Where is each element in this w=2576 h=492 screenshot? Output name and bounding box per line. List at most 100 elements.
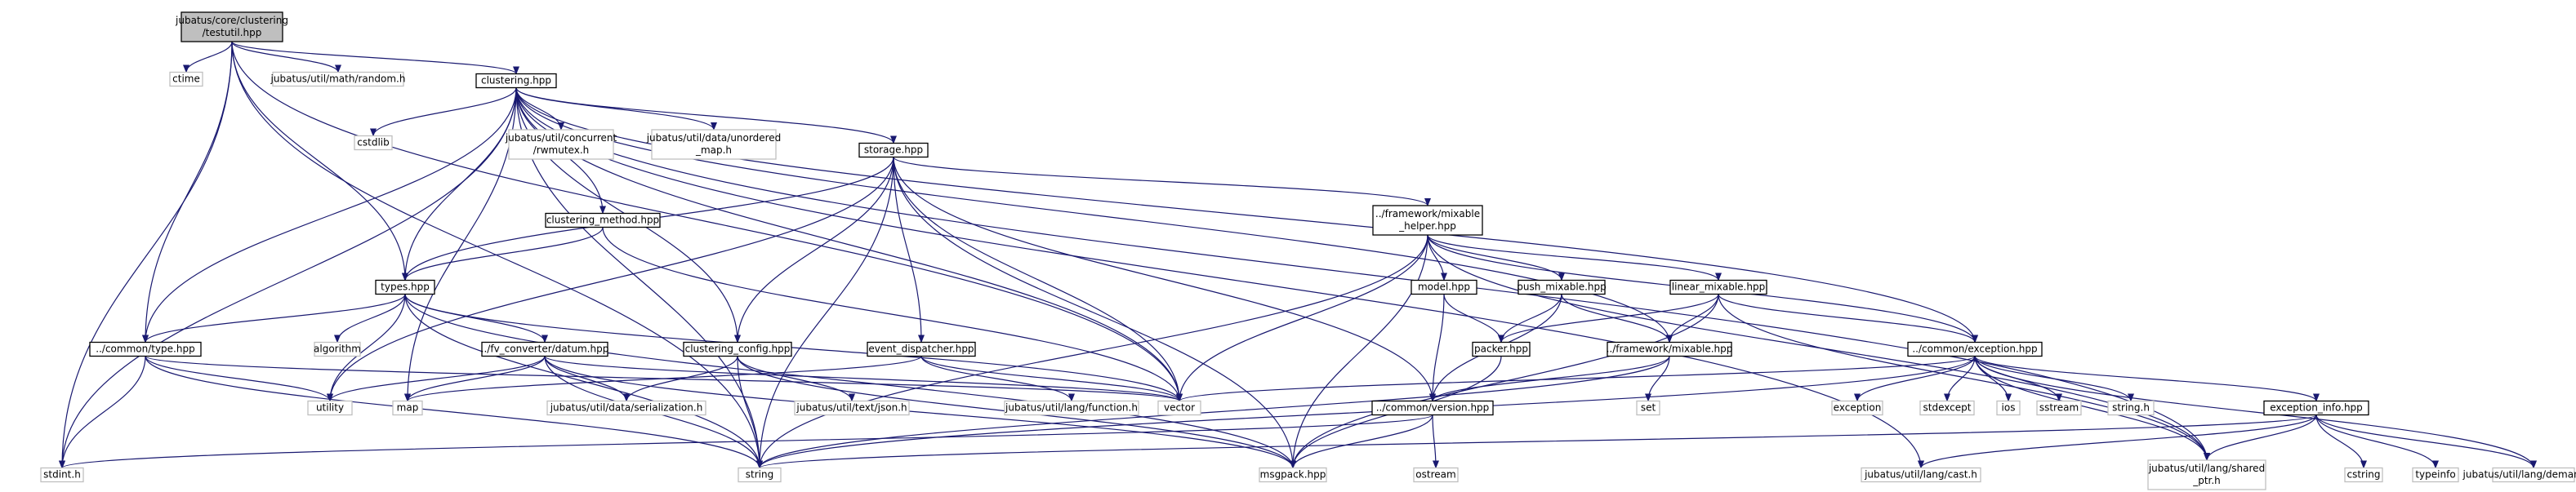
node-common-type[interactable]: ../common/type.hpp xyxy=(89,341,202,357)
node-testutil[interactable]: jubatus/core/clustering/testutil.hpp xyxy=(175,11,288,42)
node-common-exception[interactable]: ../common/exception.hpp xyxy=(1907,341,2043,357)
node-box xyxy=(392,400,423,416)
node-exception[interactable]: exception xyxy=(1831,400,1883,416)
edge-event_dispatcher-to-vector xyxy=(920,356,1183,402)
node-clustering[interactable]: clustering.hpp xyxy=(475,73,557,89)
node-string-h[interactable]: string.h xyxy=(2107,400,2155,416)
node-utility[interactable]: utility xyxy=(307,400,353,416)
edge-types-to-datum xyxy=(404,294,548,344)
node-box xyxy=(1861,467,1981,483)
node-ios[interactable]: ios xyxy=(1996,400,2021,416)
node-label: string xyxy=(746,469,773,481)
node-label: ../common/exception.hpp xyxy=(1912,344,2037,355)
edge-storage-to-event_dispatcher xyxy=(893,157,925,344)
node-label: clustering.hpp xyxy=(481,75,551,86)
node-cstdlib[interactable]: cstdlib xyxy=(354,135,393,151)
node-framework-mixable[interactable]: ../framework/mixable.hpp xyxy=(1607,341,1733,357)
node-box xyxy=(475,73,557,89)
node-string[interactable]: string xyxy=(738,467,782,483)
node-box xyxy=(307,400,353,416)
node-label: model.hpp xyxy=(1418,281,1470,293)
node-label: ctime xyxy=(172,73,200,85)
node-cstring[interactable]: cstring xyxy=(2344,467,2383,483)
edge-push_mixable-to-framework_mixable xyxy=(1561,294,1673,344)
edge-exception_info-to-shared_ptr xyxy=(2204,414,2317,461)
edge-clustering_method-to-types xyxy=(402,227,604,281)
edge-common_exception-to-string_h xyxy=(1974,356,2134,402)
edge-clustering-to-stdint xyxy=(59,87,517,469)
node-box xyxy=(2147,459,2266,490)
edge-types-to-algorithm xyxy=(334,294,406,344)
node-ostream[interactable]: ostream xyxy=(1413,467,1459,483)
node-packer[interactable]: packer.hpp xyxy=(1472,341,1531,357)
node-algorithm[interactable]: algorithm xyxy=(314,341,361,357)
node-box xyxy=(1607,341,1732,357)
node-linear-mixable[interactable]: linear_mixable.hpp xyxy=(1669,279,1767,295)
node-box xyxy=(1472,341,1531,357)
node-push-mixable[interactable]: push_mixable.hpp xyxy=(1517,279,1607,295)
node-label: stdint.h xyxy=(43,469,81,481)
edge-common_exception-to-shared_ptr xyxy=(1974,356,2210,461)
node-version[interactable]: ../common/version.hpp xyxy=(1371,400,1494,416)
node-msgpack[interactable]: msgpack.hpp xyxy=(1259,467,1327,483)
edge-exception_info-to-cstring xyxy=(2315,414,2367,469)
node-box xyxy=(1372,205,1483,236)
node-exception-info[interactable]: exception_info.hpp xyxy=(2263,400,2369,416)
node-stdint[interactable]: stdint.h xyxy=(40,467,84,483)
node-ctime[interactable]: ctime xyxy=(169,71,203,87)
edge-testutil-to-types xyxy=(231,41,408,281)
edge-testutil-to-random xyxy=(231,41,341,73)
node-box xyxy=(738,467,782,483)
node-function[interactable]: jubatus/util/lang/function.h xyxy=(1004,400,1139,416)
node-datum[interactable]: ../fv_converter/datum.hpp xyxy=(481,341,609,357)
node-box xyxy=(1669,279,1767,295)
node-shared-ptr[interactable]: jubatus/util/lang/shared_ptr.h xyxy=(2147,459,2266,490)
node-types[interactable]: types.hpp xyxy=(375,279,435,295)
node-rwmutex[interactable]: jubatus/util/concurrent/rwmutex.h xyxy=(505,129,617,160)
node-label: exception xyxy=(1834,402,1882,414)
node-json[interactable]: jubatus/util/text/json.h xyxy=(794,400,910,416)
edge-mixable_helper-to-vector xyxy=(1176,234,1428,402)
node-event-dispatcher[interactable]: event_dispatcher.hpp xyxy=(867,341,976,357)
edge-clustering-to-common_exception xyxy=(515,87,1978,344)
node-demangle[interactable]: jubatus/util/lang/demangle.h xyxy=(2462,467,2576,483)
node-label: /testutil.hpp xyxy=(203,27,262,38)
node-mixable-helper[interactable]: ../framework/mixable_helper.hpp xyxy=(1372,205,1483,236)
node-box xyxy=(89,341,202,357)
edge-storage-to-mixable_helper xyxy=(893,156,1431,206)
node-box xyxy=(2263,400,2369,416)
node-unordered-map[interactable]: jubatus/util/data/unordered_map.h xyxy=(646,129,782,160)
node-label: cstring xyxy=(2346,469,2380,481)
node-label: ../framework/mixable xyxy=(1375,208,1480,219)
node-label: clustering_config.hpp xyxy=(685,344,791,355)
node-label: linear_mixable.hpp xyxy=(1672,281,1765,293)
node-box xyxy=(651,129,777,160)
node-serialization[interactable]: jubatus/util/data/serialization.h xyxy=(546,400,706,416)
node-box xyxy=(858,142,929,158)
edge-exception_info-to-string xyxy=(756,414,2317,469)
node-set[interactable]: set xyxy=(1636,400,1660,416)
node-map[interactable]: map xyxy=(392,400,423,416)
edge-model-to-packer xyxy=(1443,294,1504,344)
node-label: jubatus/util/lang/shared xyxy=(2148,463,2265,474)
edge-mixable_helper-to-msgpack xyxy=(1290,234,1428,469)
edge-datum-to-map xyxy=(404,356,546,402)
node-box xyxy=(2412,467,2459,483)
edge-types-to-string xyxy=(404,294,763,469)
node-clustering-config[interactable]: clustering_config.hpp xyxy=(683,341,792,357)
node-label: ../common/type.hpp xyxy=(96,344,194,355)
node-storage[interactable]: storage.hpp xyxy=(858,142,929,158)
node-stdexcept[interactable]: stdexcept xyxy=(1919,400,1975,416)
node-vector[interactable]: vector xyxy=(1157,400,1201,416)
node-sstream[interactable]: sstream xyxy=(2036,400,2082,416)
node-label: typeinfo xyxy=(2415,469,2455,481)
edge-event_dispatcher-to-function xyxy=(920,356,1075,402)
node-typeinfo[interactable]: typeinfo xyxy=(2412,467,2459,483)
node-random[interactable]: jubatus/util/math/random.h xyxy=(270,71,406,87)
node-box xyxy=(40,467,84,483)
node-box xyxy=(867,341,976,357)
node-model[interactable]: model.hpp xyxy=(1411,279,1477,295)
node-box xyxy=(2492,467,2575,483)
node-clustering-method[interactable]: clustering_method.hpp xyxy=(545,212,661,228)
node-cast[interactable]: jubatus/util/lang/cast.h xyxy=(1861,467,1981,483)
